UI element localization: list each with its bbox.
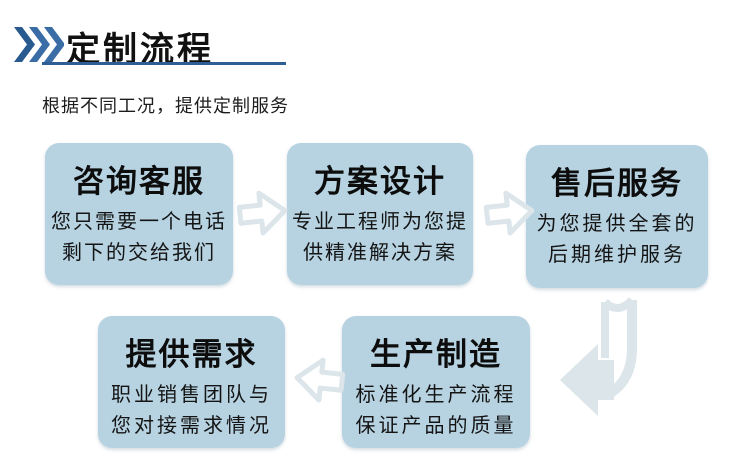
section-subtitle: 根据不同工况，提供定制服务 xyxy=(42,96,289,116)
step-line: 后期维护服务 xyxy=(548,244,686,266)
step-line: 供精准解决方案 xyxy=(303,242,457,264)
step-title: 售后服务 xyxy=(551,166,683,201)
step-line: 标准化生产流程 xyxy=(355,384,517,406)
step-title: 方案设计 xyxy=(314,164,446,199)
step-title: 生产制造 xyxy=(370,337,502,372)
flow-step-consult: 咨询客服 您只需要一个电话 剩下的交给我们 xyxy=(45,143,233,285)
step-line: 保证产品的质量 xyxy=(355,415,517,437)
flow-step-design: 方案设计 专业工程师为您提 供精准解决方案 xyxy=(287,143,473,285)
flow-step-requirement: 提供需求 职业销售团队与 您对接需求情况 xyxy=(98,316,285,448)
step-line: 专业工程师为您提 xyxy=(292,211,468,233)
curved-turn-arrow-icon xyxy=(560,297,637,416)
step-line: 您对接需求情况 xyxy=(111,415,272,437)
flow-step-aftersale: 售后服务 为您提供全套的 后期维护服务 xyxy=(526,145,708,288)
step-line: 为您提供全套的 xyxy=(536,213,698,235)
arrow-right-icon xyxy=(236,190,288,236)
step-line: 剩下的交给我们 xyxy=(62,242,216,264)
title-underline xyxy=(42,62,286,65)
triple-chevron-icon xyxy=(14,27,64,62)
arrow-right-icon xyxy=(483,190,535,236)
arrow-left-icon xyxy=(294,357,346,403)
step-line: 您只需要一个电话 xyxy=(51,211,227,233)
flow-step-production: 生产制造 标准化生产流程 保证产品的质量 xyxy=(342,316,530,448)
step-title: 咨询客服 xyxy=(73,164,205,199)
step-line: 职业销售团队与 xyxy=(111,384,272,406)
step-title: 提供需求 xyxy=(125,337,258,372)
